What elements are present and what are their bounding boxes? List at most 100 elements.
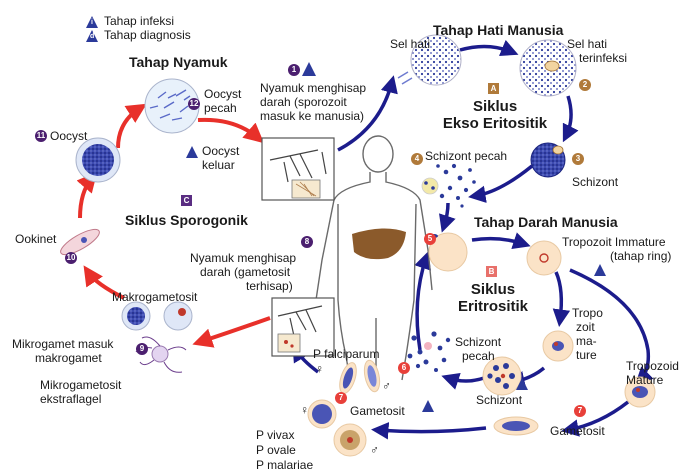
step-badge-7: 7	[574, 405, 586, 417]
ring-stage-cell	[527, 241, 561, 275]
cycle-marker-exo: A	[488, 83, 499, 94]
label-gametosit-left: Gametosit	[350, 405, 405, 419]
step-2-line2: terinfeksi	[579, 52, 627, 66]
infection-marker-step1	[302, 62, 316, 76]
cycle-sporogonic: Siklus Sporogonik	[125, 212, 248, 228]
label-schizont-blood: Schizont	[476, 394, 522, 408]
label-tropozoit-1: Tropo	[572, 307, 603, 321]
cycle-marker-eritro: B	[486, 266, 497, 277]
label-tropozoit-immature-1: Tropozoit Immature	[562, 236, 666, 250]
step-8-line3: terhisap)	[246, 280, 293, 294]
label-p-ovale: P ovale	[256, 444, 296, 458]
step-2-line1: Sel hati	[567, 38, 607, 52]
oocyst-cell	[76, 138, 120, 182]
label-tropozoit-4: ture	[576, 349, 597, 363]
step-badge-11: 11	[35, 130, 47, 142]
cycle-marker-sporogonic: C	[181, 195, 192, 206]
heading-liver-stage: Tahap Hati Manusia	[433, 22, 563, 38]
label-mikrogametosit-1: Mikrogametosit	[40, 379, 121, 393]
cycle-eritro-line1: Siklus	[468, 281, 518, 298]
label-vivax-female: ♀	[300, 404, 309, 418]
step-4-label: Schizont pecah	[425, 150, 507, 164]
blood-gametosit-cell	[494, 417, 538, 435]
label-p-malariae: P malariae	[256, 459, 313, 473]
label-falciparum-female: ♀	[315, 363, 324, 377]
step-badge-12: 12	[188, 98, 200, 110]
label-tropozoid-mature-1: Tropozoid	[626, 360, 679, 374]
cycle-eritro-line2: Eritrositik	[453, 298, 533, 315]
diagnosis-marker-oocyst	[186, 146, 198, 158]
arrow-8-to-9	[200, 318, 270, 342]
step-10-label: Ookinet	[15, 233, 56, 247]
step-12-line1: Oocyst	[204, 88, 241, 102]
legend-diagnosis-text: Tahap diagnosis	[104, 29, 191, 43]
heading-blood-stage: Tahap Darah Manusia	[474, 214, 618, 230]
label-mikrogametosit-2: ekstraflagel	[40, 393, 101, 407]
ookinet-cell	[57, 225, 102, 259]
label-falciparum-male: ♂	[382, 380, 391, 394]
label-oocyst-out-2: keluar	[202, 159, 235, 173]
arrow-ring-to-tropozoit	[556, 272, 561, 320]
step-badge-4: 4	[411, 153, 423, 165]
macrogametocyte-cells	[122, 302, 192, 330]
arrow-pecah-to-5	[417, 258, 426, 350]
falciparum-gametocytes	[336, 359, 382, 395]
arrow-11-to-12	[118, 108, 140, 148]
label-p-falciparum: P falciparum	[313, 348, 379, 362]
step-12-line2: pecah	[204, 102, 237, 116]
step-6-line1: Schizont	[455, 336, 501, 350]
label-vivax-male: ♂	[370, 444, 379, 458]
step-9-line1: Mikrogamet masuk	[12, 338, 113, 352]
step-8-line2: darah (gametosit	[200, 266, 290, 280]
step-3-label: Schizont	[572, 176, 618, 190]
blood-schizont-rupture	[408, 331, 451, 372]
cycle-exo-line1: Siklus	[473, 98, 517, 115]
step-badge-5: 5	[424, 233, 436, 245]
step-7-label: Gametosit	[550, 425, 605, 439]
label-tropozoid-mature-2: Mature	[626, 374, 663, 388]
step-1-line2: darah (sporozoit	[260, 96, 347, 110]
legend-diagnosis-glyph: d	[90, 33, 94, 41]
step-6-line2: pecah	[462, 350, 495, 364]
label-tropozoit-3: ma-	[576, 335, 597, 349]
arrow-infected-to-schizont	[566, 96, 571, 136]
arrow-12-to-1	[198, 120, 258, 138]
ruptured-schizont	[422, 164, 476, 208]
label-tropozoit-immature-2: (tahap ring)	[610, 250, 671, 264]
legend-infection-glyph: i	[91, 19, 93, 27]
step-1-line3: masuk ke manusia)	[260, 110, 364, 124]
label-oocyst-out-1: Oocyst	[202, 145, 239, 159]
step-badge-9: 9	[136, 343, 148, 355]
arrow-schizont-to-pecah	[448, 378, 484, 381]
label-p-vivax: P vivax	[256, 429, 294, 443]
heading-mosquito-stage: Tahap Nyamuk	[129, 54, 228, 70]
arrow-10-to-11	[80, 178, 92, 218]
arrow-gametosit-to-left	[378, 428, 486, 432]
mosquito-box-top	[262, 138, 334, 200]
legend-infection-text: Tahap infeksi	[104, 15, 174, 29]
label-liver-cell: Sel hati	[390, 38, 430, 52]
step-badge-2: 2	[579, 79, 591, 91]
step-badge-6: 6	[398, 362, 410, 374]
label-makrogametosit: Makrogametosit	[112, 291, 197, 305]
step-badge-3: 3	[572, 153, 584, 165]
arrow-liver-to-infected	[460, 46, 512, 52]
tropozoit-cell	[543, 331, 573, 361]
step-8-line1: Nyamuk menghisap	[190, 252, 296, 266]
step-9-line2: makrogamet	[35, 352, 102, 366]
arrow-rupture-to-blood	[444, 203, 448, 226]
step-badge-8: 8	[301, 236, 313, 248]
step-badge-7b: 7	[335, 392, 347, 404]
human-liver	[352, 228, 406, 259]
arrow-schizont-to-rupture	[475, 166, 532, 196]
step-badge-1: 1	[288, 64, 300, 76]
diagnosis-marker-ring	[594, 264, 606, 276]
liver-schizont	[531, 143, 565, 177]
arrow-5-to-ring	[472, 239, 524, 244]
label-tropozoit-2: zoit	[576, 321, 595, 335]
step-1-line1: Nyamuk menghisap	[260, 82, 366, 96]
step-badge-10: 10	[65, 252, 77, 264]
step-11-label: Oocyst	[50, 130, 87, 144]
cycle-exo-line2: Ekso Eritositik	[438, 115, 552, 132]
